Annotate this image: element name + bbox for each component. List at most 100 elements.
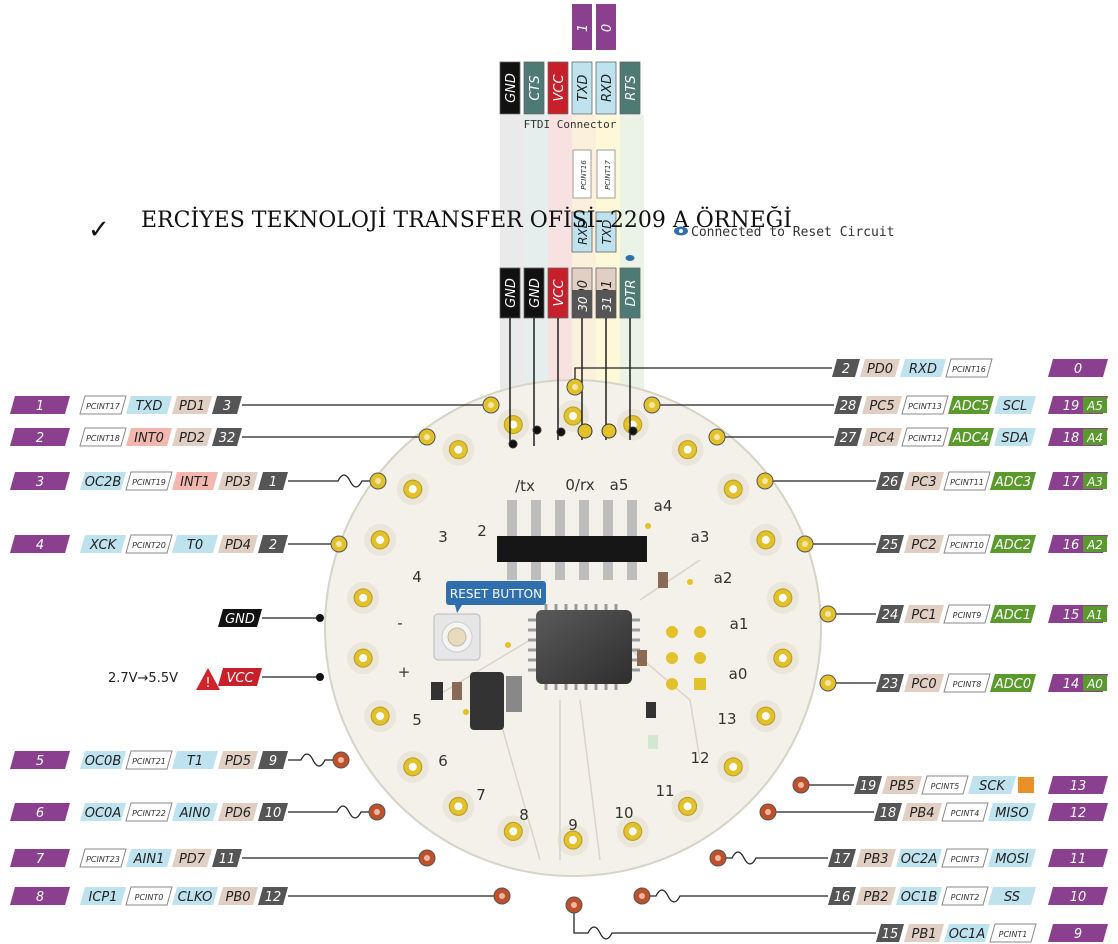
pcint-pcint17-box — [79, 395, 127, 415]
left-row-num-label: 5 — [36, 754, 44, 769]
fn-txd-label: TXD — [136, 399, 163, 414]
pcint-pcint22-label: PCINT22 — [132, 809, 166, 818]
ftdi-pin-label: TXD — [576, 75, 591, 102]
chip-pin-label: 26 — [882, 475, 899, 490]
i2c-sda-label: SDA — [1001, 431, 1028, 446]
reset-button-callout: RESET BUTTON — [446, 581, 546, 613]
pin-pad-hole — [825, 611, 831, 617]
fn-ain1-box — [126, 849, 172, 867]
ftdi-pin-gnd — [499, 61, 521, 115]
adc-adc4-label: ADC4 — [952, 431, 989, 446]
vcc-box — [218, 668, 262, 686]
voltage-range: 2.7V→5.5V — [108, 671, 178, 686]
arduino-number: 15 — [1063, 608, 1080, 623]
led-icon — [1018, 777, 1034, 793]
port-pb4-label: PB4 — [909, 806, 934, 821]
ftdi-pin-label: GND — [504, 73, 519, 103]
board-label-8: 8 — [519, 806, 529, 824]
left-row-num-box — [10, 428, 70, 446]
port-pd3-label: PD3 — [225, 475, 251, 490]
ftdi-pin-txd — [571, 61, 593, 115]
ftdi-connector-label: FTDI Connector — [524, 118, 617, 131]
ftdi-number-box — [572, 4, 592, 50]
petal-hole — [778, 593, 787, 602]
right-row-num-box — [1048, 849, 1108, 867]
arduino-number: 9 — [1074, 927, 1082, 942]
pcint-pcint21-box — [125, 750, 173, 770]
arduino-number: 13 — [1070, 779, 1087, 794]
pcint-pcint1-label: PCINT1 — [999, 930, 1028, 939]
chip-pin-label: 3 — [223, 399, 231, 414]
pin-pad-hole — [488, 402, 494, 408]
pin-pad-hole — [715, 855, 721, 861]
atmega-chip — [528, 604, 640, 690]
petal-hole — [408, 762, 417, 771]
left-row-num-label: 7 — [36, 852, 45, 867]
chip-pin-box — [258, 803, 288, 821]
ftdi-pin-vcc — [547, 61, 569, 115]
right-row-num-box — [1048, 803, 1108, 821]
pcint-pcint0-label: PCINT0 — [135, 893, 164, 902]
analog-box — [1083, 606, 1107, 622]
petal-hole — [454, 802, 463, 811]
fn-txd-box — [126, 396, 172, 414]
fn-clko-label: CLKO — [178, 890, 213, 905]
fn-t1-box — [172, 751, 218, 769]
arduino-number: 11 — [1070, 852, 1087, 867]
pcint-pcint9-box — [943, 604, 991, 624]
arduino-number: 12 — [1070, 806, 1087, 821]
board-pads — [347, 400, 799, 856]
gnd-label: GND — [225, 612, 255, 627]
analog-label: A4 — [1086, 431, 1103, 445]
fn-rxd-box — [900, 359, 946, 377]
ftdi-number-box — [596, 4, 616, 50]
right-row-num-box — [1048, 887, 1108, 905]
left-row-num-label: 1 — [36, 399, 44, 414]
chip-pin-label: 10 — [265, 806, 282, 821]
petal-hole — [408, 485, 417, 494]
fn-oc0b-label: OC0B — [85, 754, 122, 769]
adc-adc0-box — [990, 674, 1036, 692]
fn-int0-box — [126, 428, 172, 446]
ftdi-number-label: 0 — [600, 24, 615, 32]
fn-oc2a-label: OC2A — [901, 852, 937, 867]
chip-pin-box — [828, 849, 856, 867]
analog-box — [1083, 675, 1107, 691]
adc-adc3-box — [990, 472, 1036, 490]
chip-pin-label: 12 — [265, 890, 282, 905]
petal-hole — [683, 445, 692, 454]
eye-icon — [625, 255, 635, 261]
board-label-13: 13 — [717, 710, 736, 728]
pcint-pcint19-box — [125, 471, 173, 491]
chip-pin-label: 25 — [882, 538, 899, 553]
chip-pin-label: 27 — [840, 431, 857, 446]
reset-button[interactable] — [433, 613, 481, 661]
port-pd6-box — [218, 803, 258, 821]
pcint-pcint19-label: PCINT19 — [132, 478, 166, 487]
chip-pin-label: 11 — [219, 852, 236, 867]
analog-label: A3 — [1086, 475, 1103, 489]
port-pc4-label: PC4 — [869, 431, 894, 446]
fn-t1-label: T1 — [187, 754, 203, 769]
petal-hole — [376, 712, 385, 721]
left-row-num-box — [10, 803, 70, 821]
fn-ain0-box — [172, 803, 218, 821]
left-row-num-box — [10, 887, 70, 905]
port-pc0-label: PC0 — [911, 677, 936, 692]
pin-pad-hole — [338, 757, 344, 763]
chip-pin-label: 23 — [882, 677, 899, 692]
analog-box — [1083, 473, 1107, 489]
pin-pad-hole — [374, 809, 380, 815]
left-row-num-box — [10, 849, 70, 867]
pcint-pcint4-box — [941, 802, 989, 822]
heading-title: ERCİYES TEKNOLOJİ TRANSFER OFİSİ- 2209 A… — [141, 206, 792, 233]
petal-hole — [778, 654, 787, 663]
header-wire-end — [556, 427, 566, 437]
pcint-pcint9-label: PCINT9 — [953, 611, 982, 620]
header-num-box — [572, 290, 592, 318]
